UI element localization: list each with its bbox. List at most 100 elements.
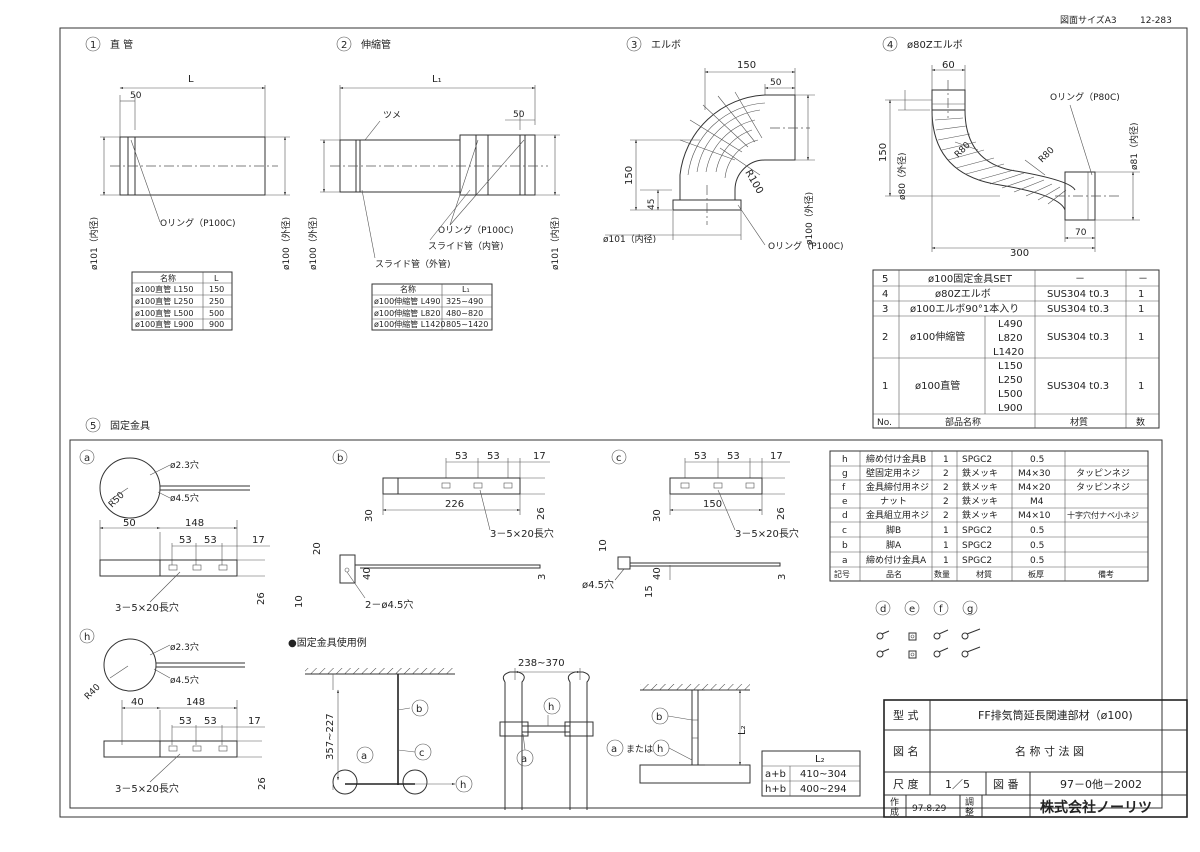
parts-name: ø100直管 — [915, 379, 960, 392]
bracket-c-d40: 40 — [652, 567, 663, 580]
bt-row: f 金具締付用ネジ 2 鉄メッキ M4×20 タッピンネジ — [842, 481, 1130, 493]
bracket-b-d226: 226 — [445, 499, 464, 510]
parts-no: 3 — [882, 304, 888, 315]
usage-tag-h: h — [460, 780, 466, 791]
bt-cell: 十字穴付ナベ小ネジ — [1067, 510, 1139, 520]
bracket-a-hole1: ø2.3穴 — [170, 459, 199, 471]
bt-cell: M4×10 — [1018, 511, 1051, 521]
usage-d238: 238~370 — [518, 658, 565, 669]
table1-row: 150 — [209, 285, 224, 294]
parts-name: ø100エルボ90°1本入り — [910, 302, 1019, 315]
bt-cell: b — [842, 541, 848, 551]
dim-L: L — [188, 74, 194, 85]
dia-inner-label: ø101（内径) — [88, 217, 100, 270]
tb-model-value: FF排気筒延長関連部材（ø100) — [978, 708, 1133, 722]
bt-footer: 記号 品名 数量 材質 板厚 備考 — [834, 569, 1114, 579]
table2-header-L1: L₁ — [462, 285, 470, 294]
title-block: 型 式 FF排気筒延長関連部材（ø100) 図 名 名 称 寸 法 図 尺 度 … — [883, 699, 1188, 818]
bt-cell: 2 — [943, 497, 949, 507]
small-part-tag: f — [939, 604, 943, 615]
bt-cell: 締め付け金具A — [866, 554, 927, 566]
bracket-b-d10: 10 — [294, 595, 305, 608]
dim-60: 60 — [942, 60, 955, 71]
oring-label: Oリング（P100C) — [768, 240, 844, 252]
bt-footer-cell: 板厚 — [1028, 569, 1044, 579]
bt-cell: 脚B — [886, 525, 901, 536]
l2-row: h+b — [765, 784, 786, 795]
view-2-title: 伸縮管 — [361, 38, 391, 51]
tb-number-label: 図 番 — [993, 778, 1019, 791]
dim-50: 50 — [130, 91, 142, 101]
dia-inner-label: ø101（内径) — [603, 233, 656, 245]
bracket-a-slot: 3－5×20長穴 — [115, 601, 179, 614]
view-3-elbow: 3 エルボ 150 50 150 45 R100 ø100（外径) ø101（内… — [603, 36, 844, 252]
bracket-b-d30: 30 — [364, 509, 375, 522]
bracket-a-tag: a — [84, 453, 90, 464]
bracket-c-d53a: 53 — [694, 451, 707, 462]
bt-row: g 壁固定用ネジ 2 鉄メッキ M4×30 タッピンネジ — [842, 467, 1130, 479]
table1-row: 250 — [209, 297, 224, 306]
bracket-a-d17: 17 — [252, 535, 265, 546]
small-part-tag: g — [967, 604, 973, 615]
slide-outer-label: スライド管（外管) — [375, 258, 451, 270]
parts-spec-line: L490 — [998, 319, 1023, 330]
small-part-tag: d — [880, 604, 886, 615]
bt-cell: e — [842, 497, 848, 507]
bracket-h-hole1: ø2.3穴 — [170, 641, 199, 653]
bracket-b: b 53 53 17 226 30 26 3－5×20長穴 20 40 10 3… — [294, 449, 554, 611]
bt-footer-cell: 数量 — [934, 569, 950, 579]
bt-cell: 1 — [943, 556, 949, 566]
bracket-c-d10: 10 — [598, 539, 609, 552]
usage-tag-h: h — [657, 744, 663, 755]
table1-row: ø100直管 L500 — [135, 308, 193, 318]
bt-cell: SPGC2 — [962, 541, 992, 551]
bracket-h-d148: 148 — [186, 697, 205, 708]
table1-row: ø100直管 L150 — [135, 284, 193, 294]
screw-icon — [933, 647, 949, 658]
bracket-b-d26: 26 — [536, 507, 547, 520]
screw-icon — [876, 648, 890, 658]
l2-header: L₂ — [815, 754, 825, 765]
screw-icon — [961, 646, 981, 658]
parts-spec-line: L1420 — [993, 347, 1024, 358]
bracket-c-d15: 15 — [644, 585, 655, 598]
dim-150: 150 — [737, 60, 756, 71]
parts-spec-line: L820 — [998, 333, 1023, 344]
bracket-h-hole2: ø4.5穴 — [170, 674, 199, 686]
bt-cell: 1 — [943, 526, 949, 536]
bracket-c-slot: 3－5×20長穴 — [735, 527, 799, 540]
parts-mat: SUS304 t0.3 — [1047, 289, 1109, 300]
view-5-title: 固定金具 — [110, 419, 150, 432]
nut-icon — [908, 650, 917, 659]
parts-no: 4 — [882, 289, 888, 300]
bracket-h-d53a: 53 — [179, 716, 192, 727]
tb-scale-value: 1／5 — [945, 778, 970, 791]
bt-cell: f — [842, 483, 846, 493]
tb-number-value: 97－0他－2002 — [1060, 778, 1142, 791]
usage-tag-h: h — [548, 702, 554, 713]
bracket-b-d40: 40 — [362, 567, 373, 580]
parts-list-table: 5 ø100固定金具SET － － 4 ø80Zエルボ SUS304 t0.3 … — [872, 269, 1160, 429]
bracket-a-d26: 26 — [256, 592, 267, 605]
bracket-h-slot: 3－5×20長穴 — [115, 782, 179, 795]
parts-mat: SUS304 t0.3 — [1047, 332, 1109, 343]
bracket-h-d26: 26 — [257, 777, 268, 790]
table1-row: 900 — [209, 320, 224, 329]
view-4-number: 4 — [887, 40, 893, 51]
l2-row: 410~304 — [800, 769, 847, 780]
straight-pipe-table: 名称 L ø100直管 L150 150 ø100直管 L250 250 ø10… — [131, 271, 233, 331]
tb-made-label: 作 — [890, 796, 899, 808]
table1-header-name: 名称 — [160, 273, 176, 283]
bt-cell: c — [842, 526, 847, 536]
screw-icon — [876, 630, 890, 640]
dim-L1: L₁ — [432, 74, 442, 85]
tb-check-label: 整 — [965, 806, 974, 818]
parts-spec-line: L150 — [998, 361, 1023, 372]
screw-icon — [961, 628, 981, 640]
radius-label: R100 — [742, 168, 765, 196]
bracket-c-d30: 30 — [652, 509, 663, 522]
bt-cell: タッピンネジ — [1076, 482, 1130, 493]
bracket-b-d17: 17 — [533, 451, 546, 462]
usage-l2: L₂ — [737, 725, 748, 735]
view-3-title: エルボ — [651, 39, 681, 51]
